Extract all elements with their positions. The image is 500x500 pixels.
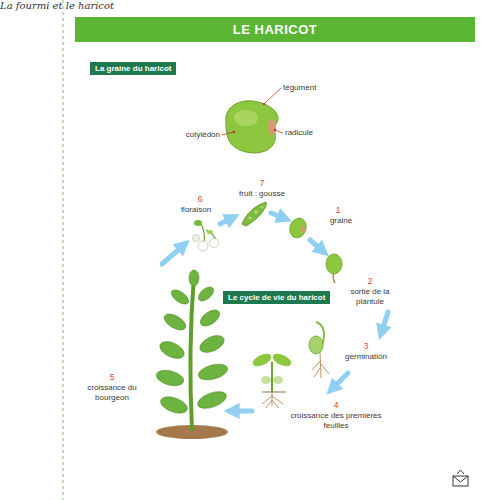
bean-pod — [242, 202, 266, 226]
envelope-icon — [453, 470, 468, 486]
seed-stage — [287, 216, 309, 240]
tag-text: La graine du haricot — [95, 64, 171, 73]
callout-number: 4 — [334, 400, 339, 410]
cycle-arrows — [162, 213, 388, 411]
part-name: cotylédon — [186, 130, 220, 140]
callout-number: 2 — [368, 276, 373, 286]
section-tag: La graine du haricot — [90, 62, 176, 75]
part-name: tégument — [283, 83, 316, 93]
callout-number: 5 — [110, 372, 115, 382]
flowers — [193, 220, 219, 251]
stage-name: germination — [345, 352, 387, 362]
title: LE HARICOT — [233, 22, 317, 37]
plantule-stage — [326, 254, 342, 283]
bean-seed — [226, 101, 278, 153]
title-band — [75, 17, 475, 42]
callout-number: 1 — [336, 205, 341, 215]
callout-number: 3 — [364, 341, 369, 351]
first-leaves-stage — [251, 351, 293, 408]
leader-lines — [222, 88, 283, 135]
tag-text: Le cycle de vie du haricot — [228, 293, 325, 302]
part-name: radicule — [285, 128, 313, 138]
callout-number: 7 — [260, 178, 265, 188]
stage-name: floraison — [181, 205, 211, 215]
section-tag: Le cycle de vie du haricot — [223, 291, 330, 304]
stage-name: sortie de la plantule — [338, 287, 402, 306]
stage-name: fruit : gousse — [239, 189, 285, 199]
callout-number: 6 — [198, 194, 203, 204]
footer-note: La fourmi et le haricot — [0, 0, 500, 11]
stage-name: croissance du bourgeon — [80, 383, 144, 402]
stage-name: graine — [330, 216, 352, 226]
margin-line — [63, 0, 64, 500]
stage-name: croissance des premières feuilles — [286, 411, 386, 430]
germination-stage — [309, 322, 329, 378]
bean-plant — [155, 270, 230, 439]
